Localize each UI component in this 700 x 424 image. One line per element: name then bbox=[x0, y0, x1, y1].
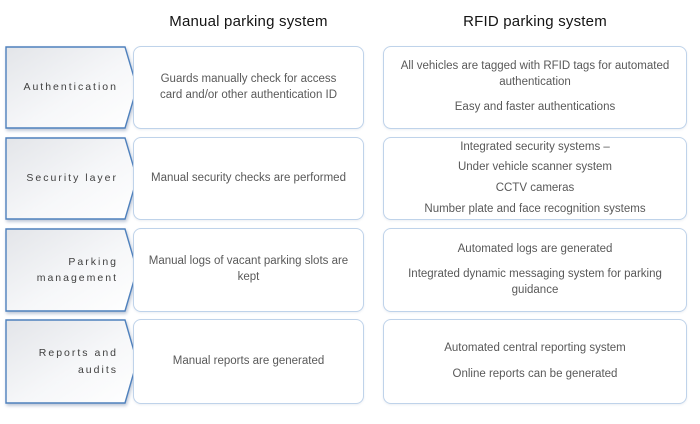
category-arrow: Parking management bbox=[5, 228, 138, 312]
column-header-manual: Manual parking system bbox=[169, 13, 328, 30]
cell-paragraph: Manual security checks are performed bbox=[151, 171, 346, 184]
category-arrow: Security layer bbox=[5, 137, 138, 220]
chevron-arrow-icon bbox=[5, 228, 138, 312]
cell-paragraph: Integrated security systems – bbox=[460, 140, 610, 153]
cell-paragraph: Easy and faster authentications bbox=[454, 101, 616, 114]
rfid-cell: Automated central reporting system Onlin… bbox=[383, 319, 687, 404]
category-arrow: Reports and audits bbox=[5, 319, 138, 404]
cell-paragraph: Manual reports are generated bbox=[172, 354, 325, 367]
chevron-arrow-icon bbox=[5, 319, 138, 404]
row-reports-and-audits: Reports and audits Manual reports are ge… bbox=[0, 319, 700, 404]
chevron-arrow-icon bbox=[5, 137, 138, 220]
cell-paragraph: Automated logs are generated bbox=[457, 242, 613, 255]
category-label: Security layer bbox=[26, 172, 118, 185]
category-label: Parking management bbox=[36, 255, 118, 284]
row-authentication: Authentication Guards manually check for… bbox=[0, 46, 700, 129]
rfid-cell: Automated logs are generated Integrated … bbox=[383, 228, 687, 312]
cell-paragraph: Automated central reporting system bbox=[444, 341, 626, 354]
cell-paragraph: Online reports can be generated bbox=[452, 367, 618, 380]
manual-cell: Manual reports are generated bbox=[133, 319, 364, 404]
chevron-arrow-icon bbox=[5, 46, 138, 129]
cell-paragraph: CCTV cameras bbox=[495, 182, 575, 194]
manual-cell: Guards manually check for access card an… bbox=[133, 46, 364, 129]
row-parking-management: Parking management Manual logs of vacant… bbox=[0, 228, 700, 312]
cell-paragraph: All vehicles are tagged with RFID tags f… bbox=[400, 60, 670, 88]
column-header-rfid: RFID parking system bbox=[463, 13, 607, 30]
row-security-layer: Security layer Manual security checks ar… bbox=[0, 137, 700, 220]
manual-cell: Manual logs of vacant parking slots are … bbox=[133, 228, 364, 312]
category-label: Authentication bbox=[23, 81, 118, 94]
cell-paragraph: Guards manually check for access card an… bbox=[159, 72, 338, 101]
rfid-cell: Integrated security systems – Under vehi… bbox=[383, 137, 687, 220]
cell-paragraph: Integrated dynamic messaging system for … bbox=[408, 268, 662, 296]
manual-cell: Manual security checks are performed bbox=[133, 137, 364, 220]
category-label: Reports and audits bbox=[38, 347, 118, 376]
cell-paragraph: Manual logs of vacant parking slots are … bbox=[148, 255, 349, 283]
category-arrow: Authentication bbox=[5, 46, 138, 129]
rfid-cell: All vehicles are tagged with RFID tags f… bbox=[383, 46, 687, 129]
cell-paragraph: Under vehicle scanner system bbox=[457, 161, 613, 174]
cell-paragraph: Number plate and face recognition system… bbox=[424, 202, 646, 215]
